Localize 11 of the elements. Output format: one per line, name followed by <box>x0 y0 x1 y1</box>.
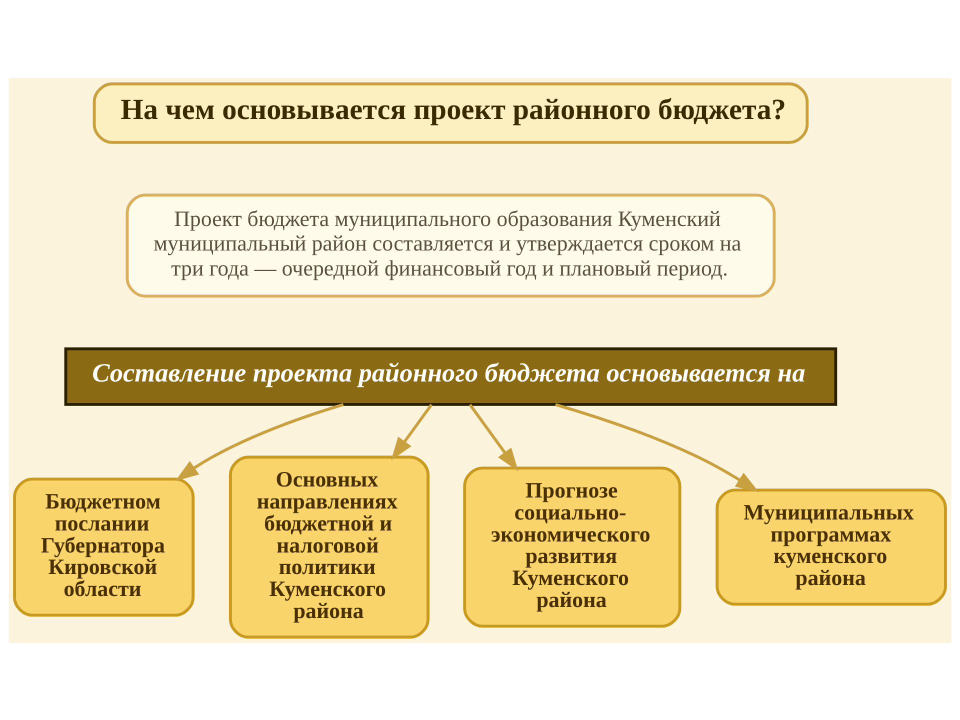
node-box: На чем основывается проект районного бюджета? <box>92 82 809 144</box>
arrow <box>555 402 759 492</box>
arrow <box>175 402 344 481</box>
node-box: Проект бюджета муниципального образования Куменский муниципальный район составляется и утверждается сроком на три года — очередной финансовый год и плановый период. <box>126 193 776 298</box>
arrow <box>391 403 433 460</box>
node-box: Бюджетном послании Губернатора Кировской области <box>13 477 195 616</box>
node-box: Муниципальных программах куменского района <box>716 488 947 606</box>
node-box: Основных направлениях бюджетной и налоговой политики Куменского района <box>228 455 430 638</box>
node-box: Прогнозе социально-экономического развития Куменского района <box>463 466 682 628</box>
arrow <box>468 403 518 471</box>
node-box: Составление проекта районного бюджета основывается на <box>64 346 838 406</box>
